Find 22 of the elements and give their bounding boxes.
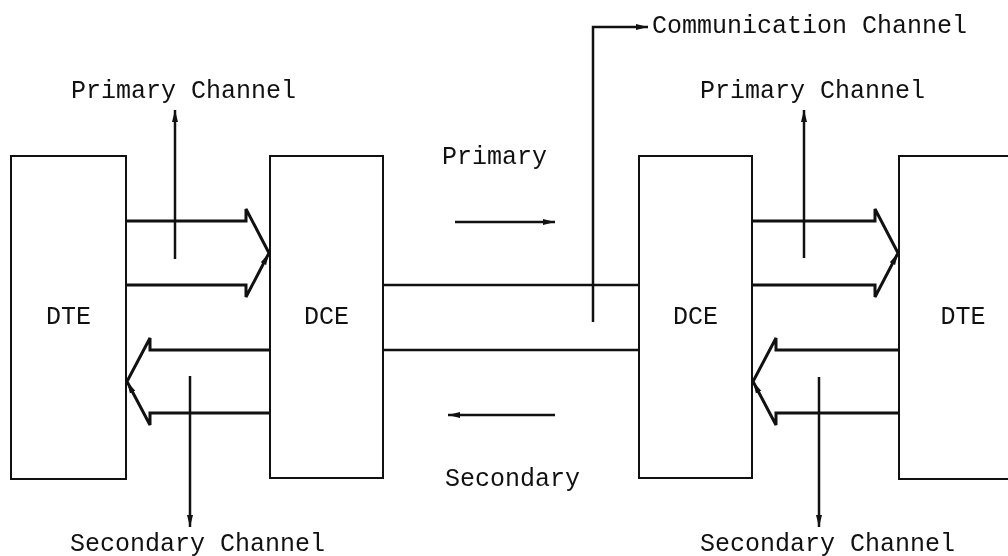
leader-arrow (591, 24, 648, 322)
wide-arrow (125, 336, 271, 427)
leader-arrow (187, 376, 193, 527)
channel-line (384, 283, 638, 287)
leader-arrow (172, 110, 178, 259)
device-box: DTE (10, 155, 127, 480)
device-box: DTE (898, 155, 1008, 480)
direction-label: Secondary (445, 466, 581, 494)
channel-label: Primary Channel (71, 78, 297, 106)
wide-arrow (125, 207, 271, 299)
channel-label: Secondary Channel (70, 531, 326, 556)
channel-label: Primary Channel (700, 78, 926, 106)
device-box: DCE (638, 155, 753, 479)
direction-label: Primary (442, 144, 548, 172)
wide-arrow (751, 336, 900, 427)
device-box: DCE (269, 155, 384, 479)
channel-line (384, 348, 638, 352)
leader-arrow (816, 377, 822, 527)
leader-arrow (801, 110, 807, 258)
channel-label: Communication Channel (652, 13, 968, 41)
wide-arrow (751, 207, 900, 299)
channel-label: Secondary Channel (700, 531, 956, 556)
